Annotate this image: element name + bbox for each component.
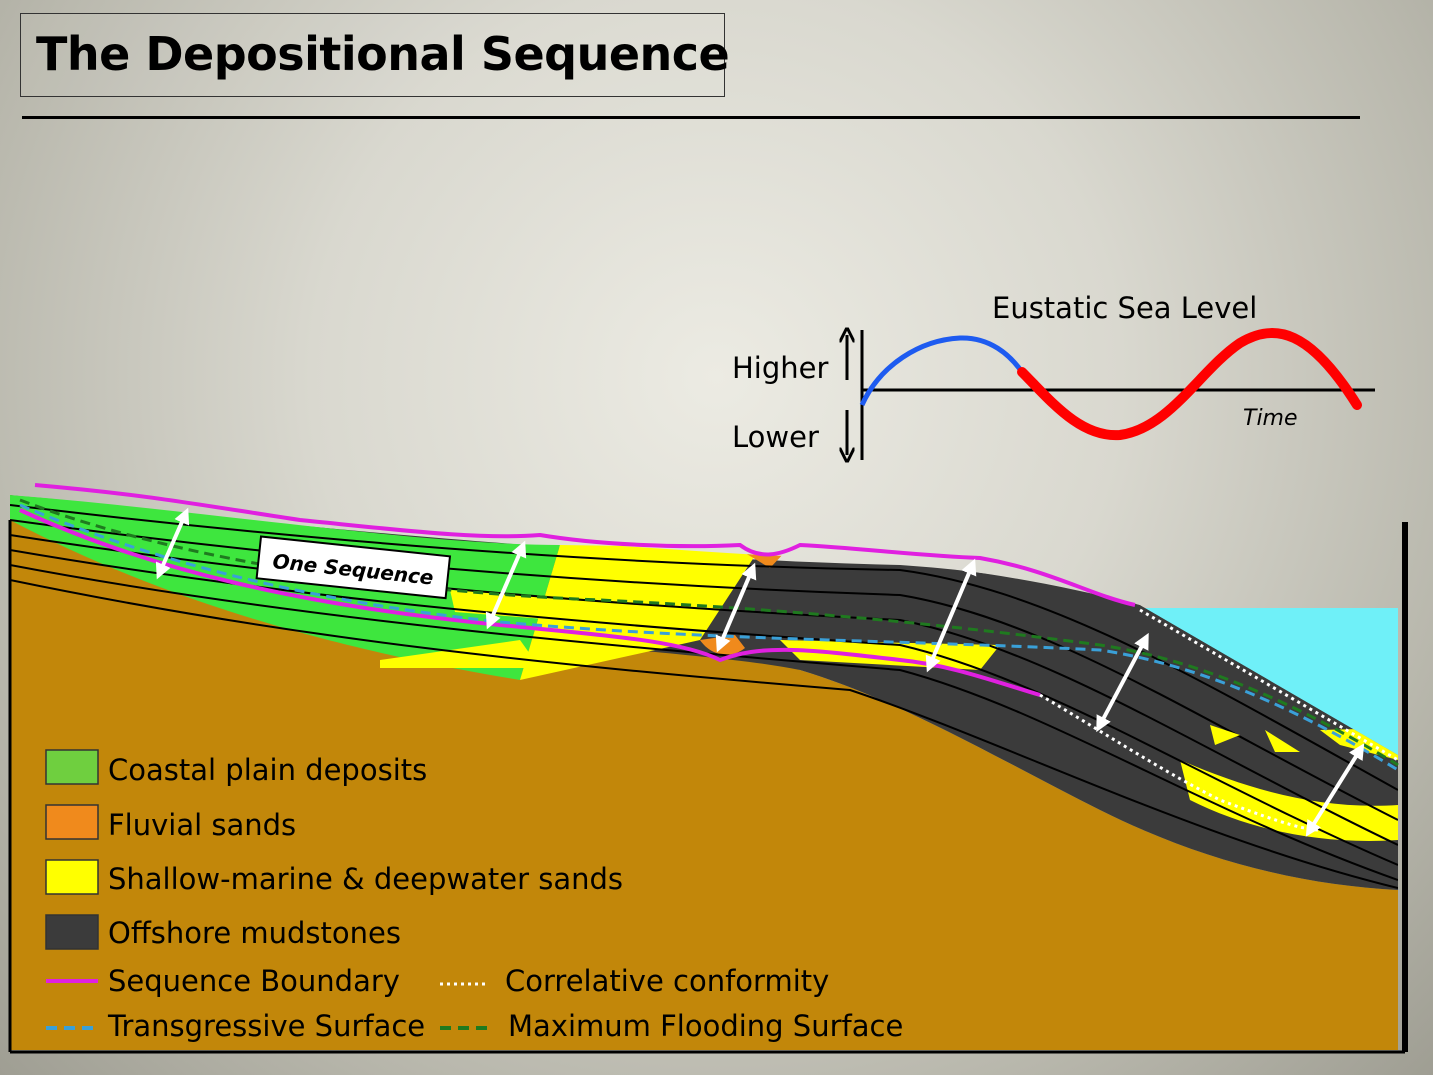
legend-label-correlative-conformity: Correlative conformity bbox=[505, 964, 829, 998]
title-box: The Depositional Sequence bbox=[20, 13, 730, 97]
legend-swatch-sands bbox=[45, 859, 99, 895]
sequence-boundary-top bbox=[34, 483, 1136, 607]
legend-label-fluvial: Fluvial sands bbox=[108, 808, 296, 842]
legend-swatch-coastal-plain bbox=[45, 749, 99, 785]
legend-label-maximum-flooding-surface: Maximum Flooding Surface bbox=[508, 1009, 903, 1043]
legend-label-mudstone: Offshore mudstones bbox=[108, 916, 401, 950]
sequence-arrow-6 bbox=[1305, 743, 1365, 837]
title-underline bbox=[22, 116, 1360, 119]
higher-label: Higher bbox=[732, 351, 828, 385]
legend-label-transgressive-surface: Transgressive Surface bbox=[107, 1009, 425, 1043]
sea-level-chart: Eustatic Sea Level Higher Lower Time bbox=[732, 291, 1375, 460]
wedge-sand-1 bbox=[1210, 725, 1240, 745]
sea-level-title: Eustatic Sea Level bbox=[992, 291, 1257, 325]
sequence-boundary-lower bbox=[19, 508, 1041, 697]
lower-label: Lower bbox=[732, 420, 819, 454]
legend-label-coastal-plain: Coastal plain deposits bbox=[108, 753, 427, 787]
sequence-thickness-arrows bbox=[155, 507, 1365, 837]
falling-sea-level-curve bbox=[1017, 327, 1362, 441]
rising-sea-level-curve bbox=[859, 335, 1025, 407]
legend-swatch-fluvial bbox=[45, 804, 99, 840]
sequence-arrow-4 bbox=[925, 558, 977, 673]
legend-swatch-mudstone bbox=[45, 914, 99, 950]
cross-section: One Sequence bbox=[8, 483, 1408, 1054]
sequence-arrow-2 bbox=[485, 540, 527, 630]
wedge-sand-2 bbox=[1265, 730, 1300, 752]
correlative-conformity-upper bbox=[1139, 608, 1399, 762]
one-sequence-callout: One Sequence bbox=[255, 535, 452, 600]
time-label: Time bbox=[1243, 406, 1298, 431]
legend-label-sands: Shallow-marine & deepwater sands bbox=[108, 862, 623, 896]
maximum-flooding-surface bbox=[19, 498, 1399, 767]
shallow-marine-sand-3 bbox=[380, 640, 540, 668]
fluvial-channel-2 bbox=[745, 552, 785, 568]
sequence-arrow-1 bbox=[155, 507, 190, 580]
page-title: The Depositional Sequence bbox=[36, 27, 730, 81]
transgressive-surface bbox=[19, 503, 1399, 772]
legend-label-sequence-boundary: Sequence Boundary bbox=[108, 964, 400, 998]
sequence-arrow-5 bbox=[1096, 632, 1149, 733]
legend: Coastal plain deposits Fluvial sands Sha… bbox=[45, 749, 903, 1043]
sequence-arrow-3 bbox=[715, 562, 757, 653]
